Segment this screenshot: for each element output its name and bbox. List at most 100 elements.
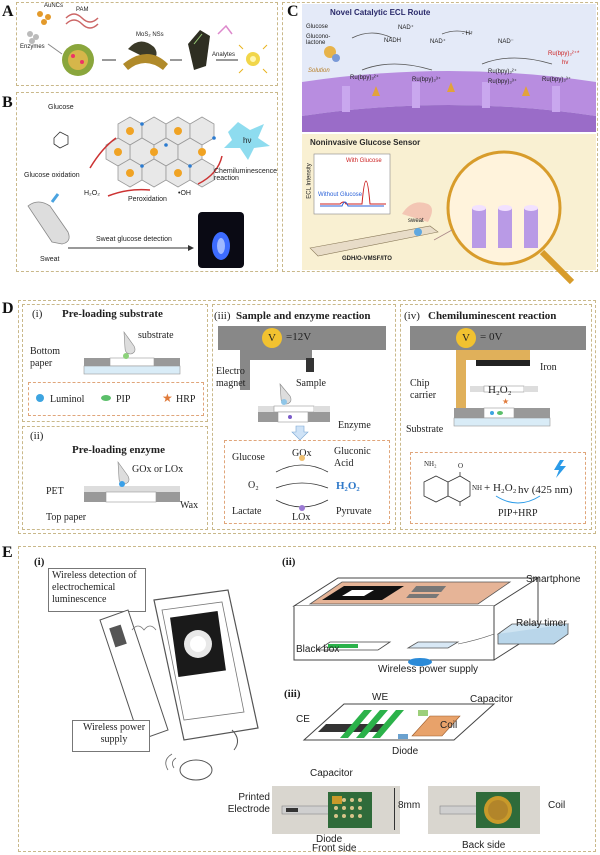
c-electrode: GDH/O-VMSF/ITO <box>342 256 392 262</box>
c-nad-plus: NAD⁺ <box>398 25 414 31</box>
d-iv-num: (iv) <box>404 310 420 322</box>
c-ru2b: Ru(bpy)₃²⁺ <box>488 69 517 75</box>
d-iv-iron: Iron <box>540 362 557 373</box>
d-legend-pip: PIP <box>116 394 131 405</box>
svg-text:★: ★ <box>502 397 509 406</box>
e-ii-num: (ii) <box>282 556 296 568</box>
e-i-num: (i) <box>34 556 45 568</box>
e-photo-capacitor: Capacitor <box>310 768 353 779</box>
panel-a-label: A <box>2 3 14 20</box>
e-iii-circuit-drawing <box>302 703 496 741</box>
mos2-label: MoS₂ NSs <box>136 32 164 38</box>
aunc-label: AuNCs <box>44 3 64 9</box>
d-iv-voltage-icon: V <box>456 328 476 348</box>
e-photo-size: 8mm <box>398 800 421 811</box>
d-iii-voltage-icon: V <box>262 328 282 348</box>
d-iv-o-top: O <box>458 462 464 470</box>
panel-d-ii-box <box>22 426 208 530</box>
d-iii-reaction-box <box>224 440 390 524</box>
e-photo-printed-electrode: Printed Electrode <box>227 792 270 815</box>
d-iv-power-bar <box>410 326 586 350</box>
d-iii-magnet-drawing <box>240 350 330 423</box>
d-iii-gox: GOx <box>292 448 312 459</box>
c-without-glucose: Without Glucose <box>318 192 363 198</box>
e-ii-relay: Relay timer <box>516 618 567 629</box>
pam-label: PAM <box>76 7 89 13</box>
c-sensor-title: Noninvasive Glucose Sensor <box>310 138 421 147</box>
c-ru2: Ru(bpy)₃²⁺ <box>350 75 379 81</box>
e-ii-smartphone: Smartphone <box>526 574 581 585</box>
e-photo-front-side: Front side <box>312 843 357 854</box>
e-ii-black-box: Black box <box>296 644 340 655</box>
d-iv-reaction-box <box>410 452 586 524</box>
d-iv-lightning-icon <box>554 460 566 478</box>
d-iii-voltage: =12V <box>286 331 312 343</box>
b-sweat: Sweat <box>40 256 60 263</box>
d-iv-luminol-structure <box>423 472 471 506</box>
d-legend-luminol: Luminol <box>50 394 85 405</box>
b-chemiluminescence: Chemiluminescence reaction <box>214 168 278 182</box>
d-iii-num: (iii) <box>214 310 231 322</box>
c-nadh: NADH <box>384 38 402 44</box>
c-solution: Solution <box>308 68 330 74</box>
d-iv-voltage: = 0V <box>480 331 503 343</box>
panel-c-bottom: Noninvasive Glucose Sensor With Glucose … <box>302 134 596 285</box>
d-i-substrate: substrate <box>138 330 174 341</box>
d-i-num: (i) <box>32 308 43 320</box>
c-sweat: sweat <box>408 218 424 224</box>
b-h2o2: H₂O₂ <box>84 190 100 197</box>
d-iv-chip-carrier: Chip carrier <box>410 378 437 401</box>
enzymes-label: Enzymes <box>20 44 45 50</box>
panel-d-iv-box <box>400 304 592 530</box>
d-i-title: Pre-loading substrate <box>62 308 163 320</box>
d-iii-electromagnet: Electro magnet <box>216 366 246 389</box>
c-ru3: Ru(bpy)₃³⁺ <box>412 77 441 83</box>
d-ii-title: Pre-loading enzyme <box>72 444 165 456</box>
d-iii-pyruvate: Pyruvate <box>336 506 372 517</box>
e-photo-coil: Coil <box>548 800 566 811</box>
d-iv-curve-arrow <box>495 495 541 504</box>
d-iii-gluconic: Gluconic Acid <box>334 446 371 469</box>
svg-text:★: ★ <box>162 391 173 405</box>
d-iv-h2o2: H₂O₂ <box>488 384 512 396</box>
d-legend-hrp: HRP <box>176 394 196 405</box>
b-glucose-oxidation: Glucose oxidation <box>24 172 80 179</box>
panel-c-top: Novel Catalytic ECL Route Glucose Glucon… <box>302 4 596 132</box>
d-ii-top-paper: Top paper <box>46 512 87 523</box>
panel-b-label: B <box>2 94 13 111</box>
d-iv-nh2: NH₂ <box>424 460 437 468</box>
b-peroxidation: Peroxidation <box>128 196 167 203</box>
e-scale-bar <box>394 788 395 830</box>
c-nad-plus2: NAD⁺ <box>430 39 446 45</box>
d-iv-title: Chemiluminescent reaction <box>428 310 557 322</box>
b-sweat-detection: Sweat glucose detection <box>96 236 172 243</box>
d-iii-reaction-arrows <box>275 455 329 511</box>
panel-d-box <box>18 300 596 534</box>
panel-e-label: E <box>2 544 13 561</box>
d-iii-enzyme: Enzyme <box>338 420 371 431</box>
e-photo-diode: Diode <box>316 834 343 845</box>
c-route-title: Novel Catalytic ECL Route <box>330 8 431 17</box>
b-glucose: Glucose <box>48 104 74 111</box>
d-legend-box <box>28 382 204 416</box>
d-iv-plus-h2o2: + H₂O₂ <box>484 482 517 494</box>
panel-a-box <box>16 2 278 86</box>
d-ii-gox-lox: GOx or LOx <box>132 464 184 475</box>
d-iv-hv: hv (425 nm) <box>518 484 573 496</box>
e-ii-blackbox-drawing <box>292 577 570 666</box>
e-front-photo <box>272 786 400 834</box>
d-iv-pip-hrp: PIP+HRP <box>498 508 538 519</box>
e-photo-back-side: Back side <box>462 840 506 851</box>
e-i-wireless-detection: Wireless detection of electrochemical lu… <box>52 570 137 605</box>
panel-a-illustration: AuNCs PAM Enzymes MoS₂ NSs Analytes <box>18 3 276 84</box>
c-hv: hv <box>562 60 569 66</box>
d-iii-o2: O₂ <box>248 480 259 491</box>
c-ru3c: Ru(bpy)₃³⁺ <box>542 77 571 83</box>
d-iv-nh: NH <box>472 484 483 492</box>
d-legend-marks: ★ <box>36 391 173 405</box>
d-ii-num: (ii) <box>30 430 44 442</box>
panel-d-i-box <box>22 304 208 422</box>
analytes-label: Analytes <box>212 52 236 58</box>
d-iii-lox: LOx <box>292 512 311 523</box>
e-i-wireless-power: Wireless power supply <box>82 722 146 745</box>
